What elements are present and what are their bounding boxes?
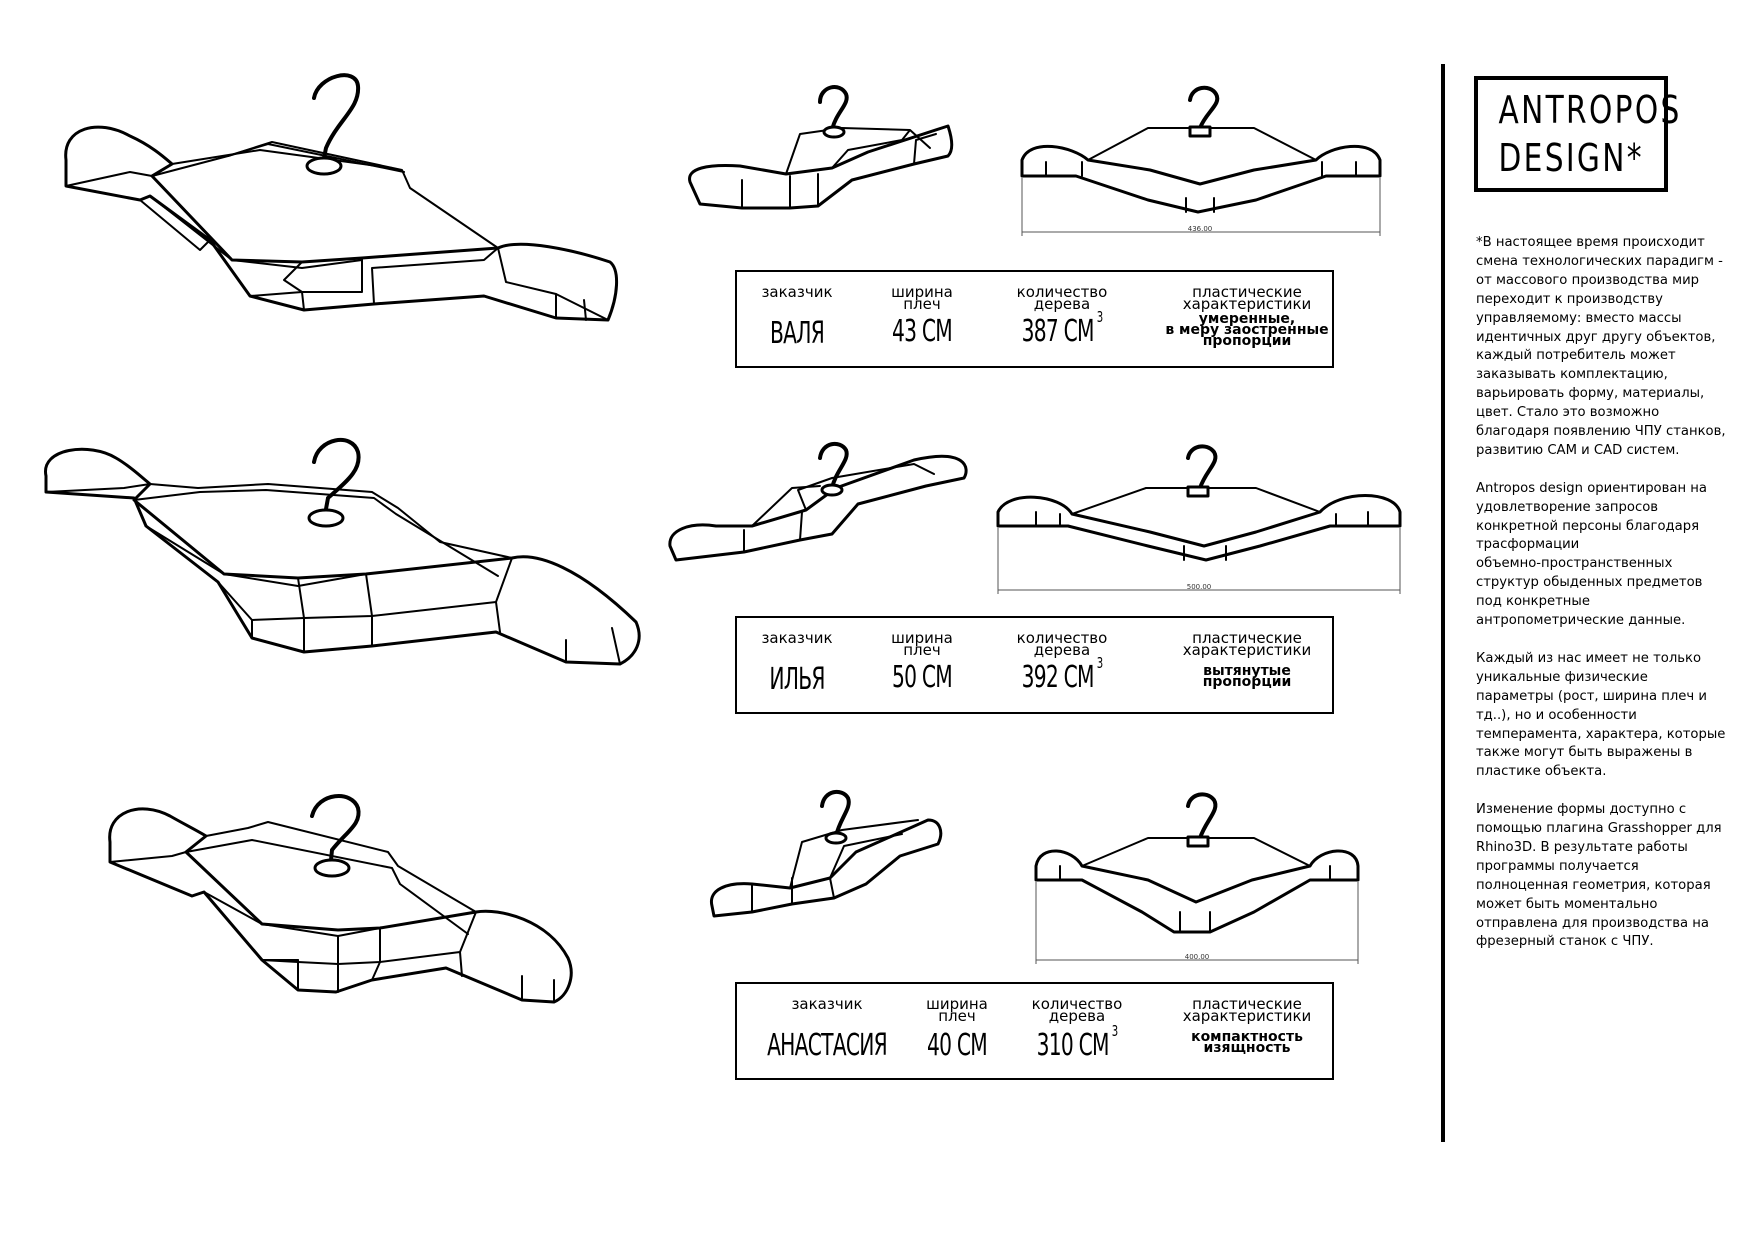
wood-volume-label: количество дерева [1031,995,1123,1025]
dimension-label-3: 400.00 [1184,953,1210,961]
brand-line-2: DESIGN* [1498,136,1644,180]
hanger-body [44,447,641,666]
hook [307,438,361,528]
dimension-label-2: 500.00 [1186,583,1212,591]
hanger-front-view-1 [1020,85,1382,236]
hanger-body [108,807,573,1004]
description-paragraph-1: *В настоящее время происходит смена техн… [1476,235,1726,458]
description-paragraph-2: Antropos design ориентирован на удовлетв… [1476,480,1707,629]
hanger-front-view-3 [1034,792,1360,964]
customer-name: АНАСТАСИЯ [767,1028,888,1063]
customer-label: заказчик [791,995,863,1013]
shoulder-width-value: 50 СМ [891,660,953,695]
vertical-divider [1441,64,1445,1142]
customer-name: ВАЛЯ [769,316,825,351]
shoulder-width-label: ширина плеч [891,283,953,313]
shoulder-width-value: 43 СМ [891,314,953,349]
plastic-label: пластические характеристики [1182,283,1312,313]
description-text: *В настоящее время происходит смена техн… [1476,234,1726,971]
shoulder-width-label: ширина плеч [891,629,953,659]
description-paragraph-4: Изменение формы доступно с помощью плаги… [1476,802,1722,950]
shoulder-width-label: ширина плеч [926,995,988,1025]
plastic-value: вытянутые пропорции [1202,663,1292,690]
order-card-2: заказчик ширина плеч количество дерева п… [735,616,1334,714]
plastic-value: компактность изящность [1191,1029,1303,1056]
wood-volume-label: количество дерева [1016,283,1108,313]
hanger-large-perspective-1 [64,73,619,322]
hanger-front-view-2 [996,444,1402,594]
hanger-body [64,125,619,322]
dimension-label-1: 436.00 [1187,225,1213,233]
plastic-label: пластические характеристики [1182,995,1312,1025]
hanger-small-perspective-2 [668,441,968,562]
shoulder-width-value: 40 СМ [926,1028,988,1063]
description-paragraph-3: Каждый из нас имеет не только уникальные… [1476,650,1726,780]
customer-label: заказчик [761,283,833,301]
plastic-label: пластические характеристики [1182,629,1312,659]
customer-name: ИЛЬЯ [769,662,825,697]
order-card-3: заказчик ширина плеч количество дерева п… [735,982,1334,1080]
hanger-large-perspective-2 [44,438,641,666]
brand-logo: ANTROPOS DESIGN* [1474,76,1682,192]
hook [310,794,361,878]
order-card-1: заказчик ширина плеч количество дерева п… [735,270,1334,368]
brand-line-1: ANTROPOS [1498,88,1682,132]
hanger-small-perspective-1 [688,85,954,210]
wood-volume-label: количество дерева [1016,629,1108,659]
hook [305,73,361,176]
plastic-value: умеренные, в меру заостренные пропорции [1165,311,1329,349]
customer-label: заказчик [761,629,833,647]
hanger-small-perspective-3 [710,789,943,918]
hanger-large-perspective-3 [108,794,573,1004]
